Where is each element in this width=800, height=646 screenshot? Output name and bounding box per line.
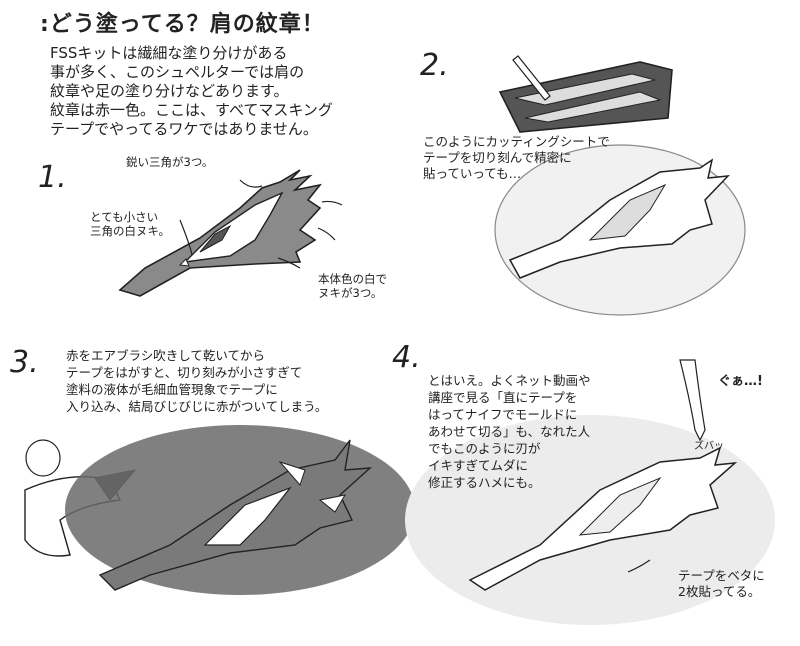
speech-bubble — [25, 439, 61, 477]
intro-text: FSSキットは繊細な塗り分けがある 事が多く、このシュペルターでは肩の 紋章や足… — [50, 44, 333, 138]
step-number-4: 4. — [392, 340, 421, 375]
step-number-1: 1. — [38, 160, 67, 195]
sfx-zuba: ズバッ — [694, 441, 724, 452]
sfx-gua: ぐぁ…! — [718, 374, 763, 389]
emblem-illustration-1 — [118, 169, 322, 297]
annotation-sharp-triangles: 鋭い三角が3つ。 — [126, 155, 214, 169]
emblem-illustration-2 — [494, 144, 746, 316]
step-3-text: 赤をエアブラシ吹きして乾いてから テープをはがすと、切り刻みが小さすぎて 塗料の… — [66, 348, 328, 414]
annotation-tiny-triangle: とても小さい 三角の白ヌキ。 — [90, 210, 171, 238]
step-4-caption: テープをベタに 2枚貼ってる。 — [678, 568, 765, 599]
arrow-sharp-triangles — [239, 179, 263, 188]
arrow-caption — [627, 559, 651, 573]
arrow-body-color-2 — [317, 227, 336, 241]
emblem-illustration-3 — [65, 425, 415, 595]
step-2-text: このようにカッティングシートで テープを切り刻んで精密に 貼っていっても… — [423, 134, 610, 181]
annotation-body-color: 本体色の白で ヌキが3つ。 — [318, 272, 387, 300]
arrow-tiny-triangle — [179, 219, 193, 256]
emblem-illustration-4 — [405, 359, 775, 625]
step-4-text: とはいえ。よくネット動画や 講座で見る「直にテープを はってナイフでモールドに … — [428, 373, 591, 490]
knife-icon — [512, 55, 551, 101]
step-number-3: 3. — [10, 345, 39, 380]
blade-icon — [679, 359, 706, 442]
step-number-2: 2. — [420, 48, 449, 83]
cutting-sheet-illustration — [498, 55, 673, 133]
arrow-body-color-3 — [321, 200, 343, 206]
arrow-body-color-1 — [277, 257, 301, 269]
page-title: :どう塗ってる？肩の紋章！ — [40, 12, 325, 37]
